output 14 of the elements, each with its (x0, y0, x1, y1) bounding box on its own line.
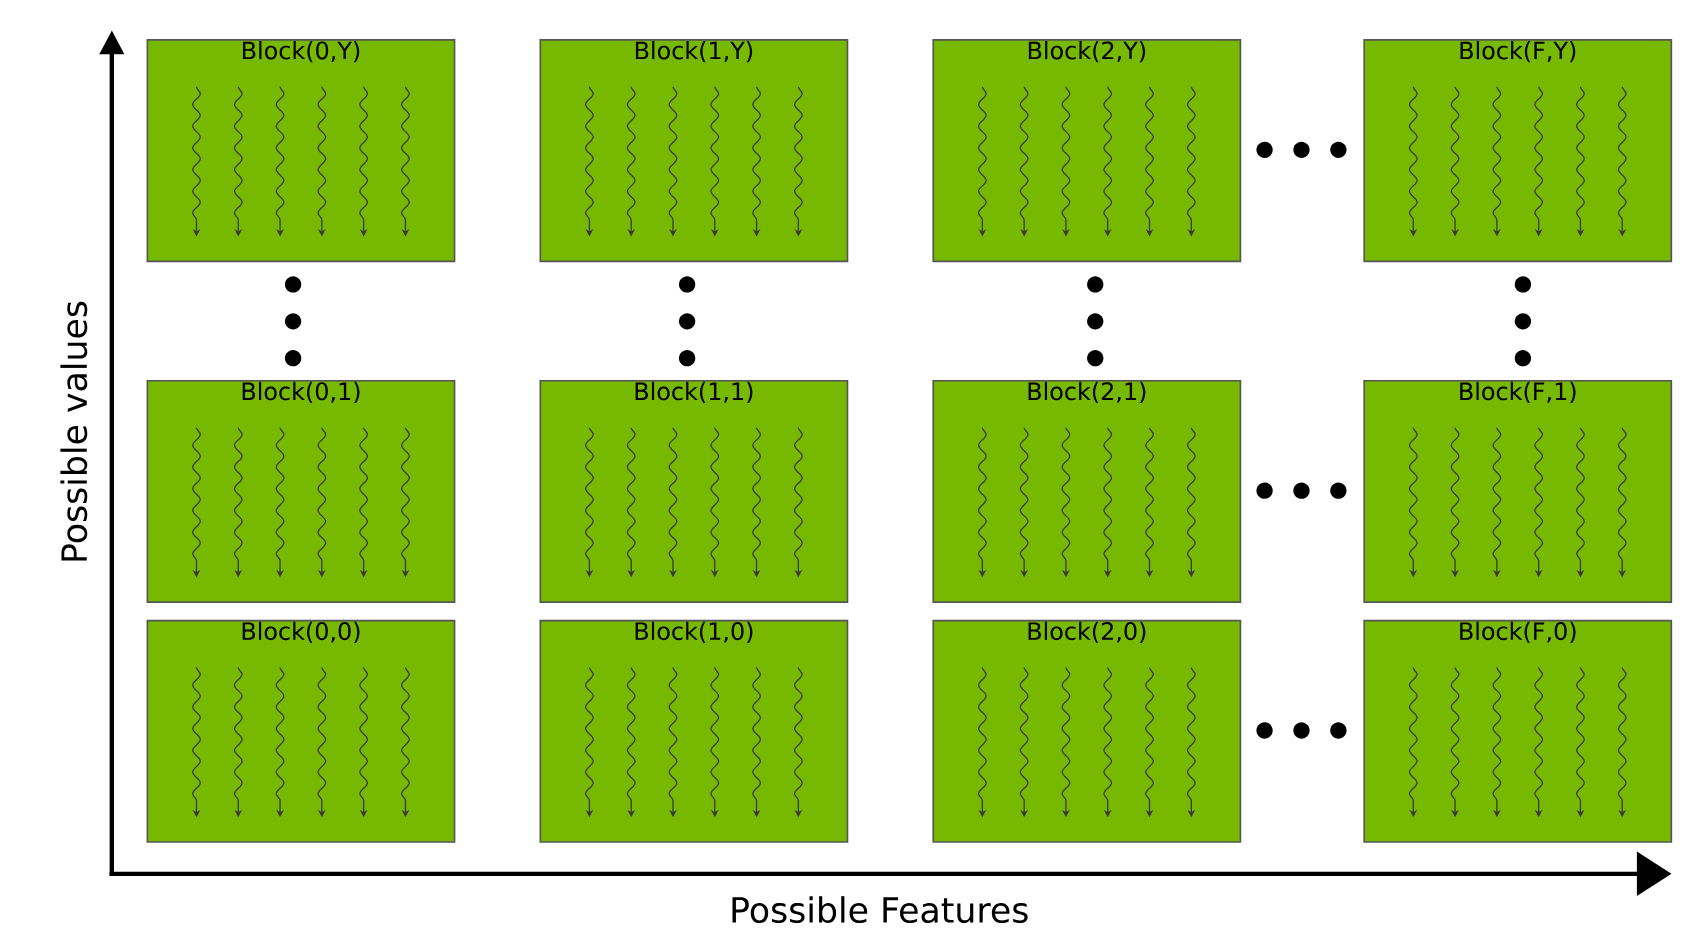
axis-label: Possible Features (732, 895, 1028, 923)
block-box: Block(F,0) (1363, 619, 1673, 843)
block-box: Block(0,0) (146, 619, 456, 843)
axis-label: Possible values (60, 301, 88, 561)
block-box: Block(0,1) (146, 379, 456, 603)
block-box: Block(2,0) (932, 619, 1242, 843)
block-box: Block(0,Y) (146, 38, 456, 262)
block-box: Block(F,Y) (1363, 38, 1673, 262)
block-box: Block(1,0) (539, 619, 849, 843)
block-box: Block(2,1) (932, 379, 1242, 603)
block-box: Block(1,1) (539, 379, 849, 603)
block-box: Block(2,Y) (932, 38, 1242, 262)
block-box: Block(F,1) (1363, 379, 1673, 603)
block-box: Block(1,Y) (539, 38, 849, 262)
